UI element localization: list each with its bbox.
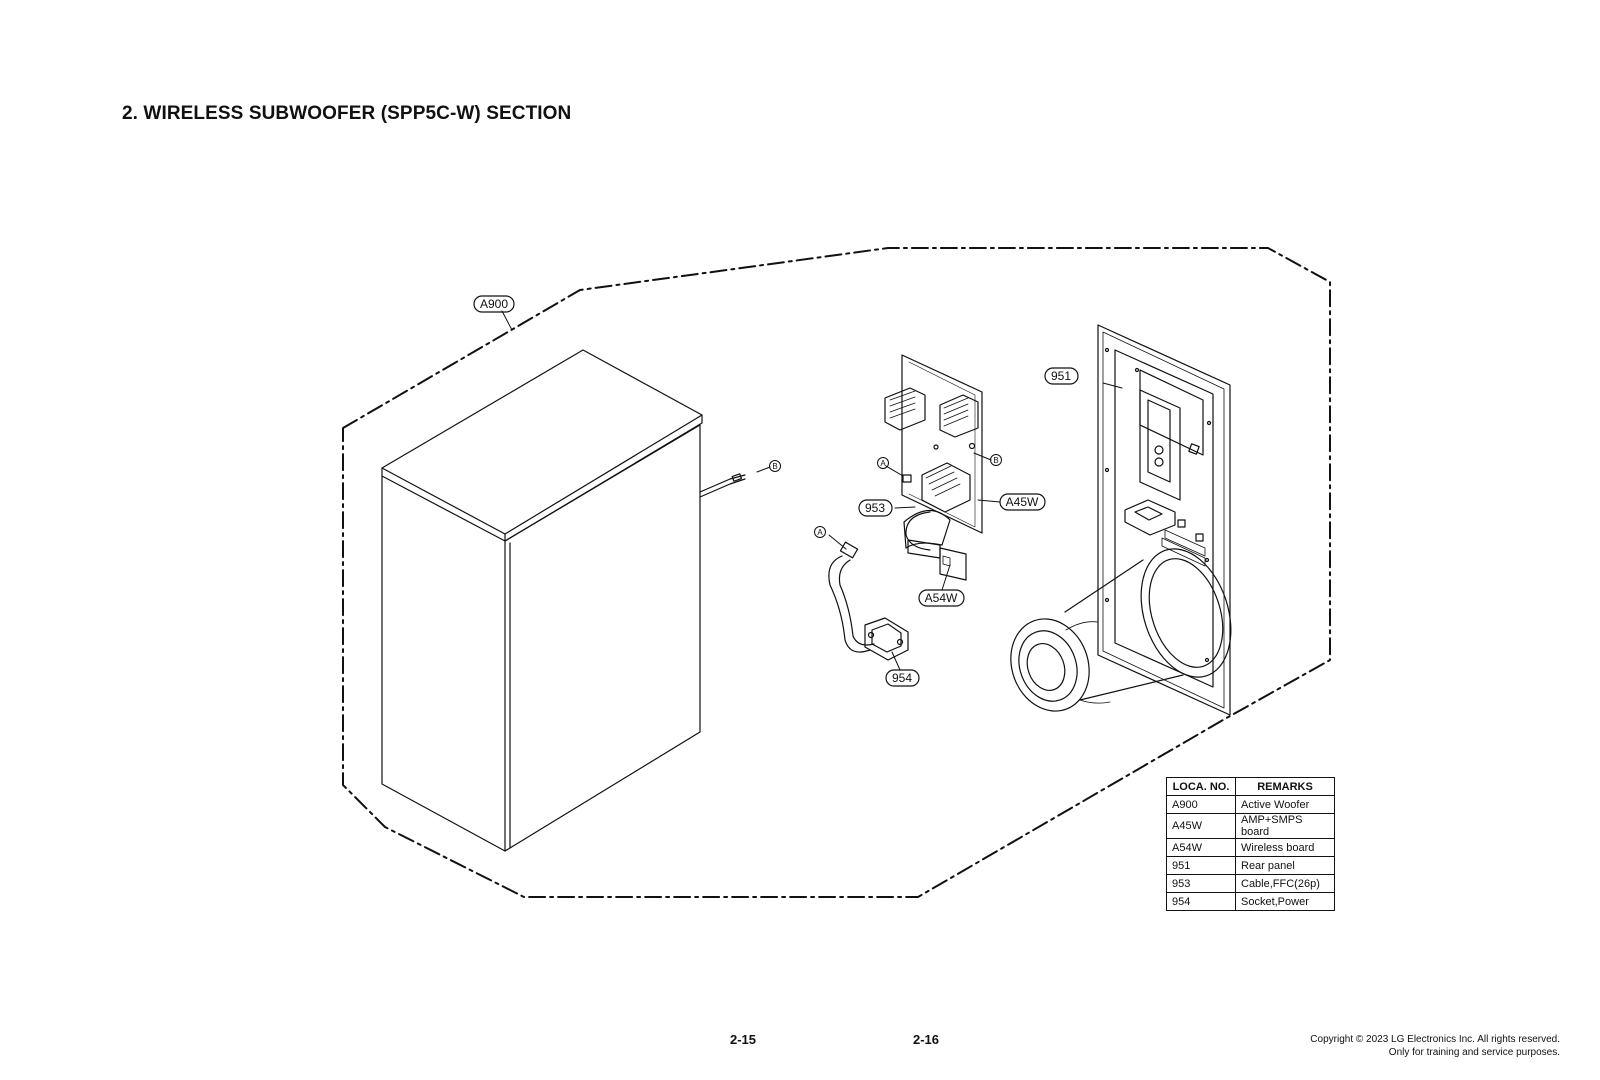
callout-951 — [1044, 367, 1079, 385]
callout-953-label: 953 — [865, 501, 885, 515]
table-row: A54W Wireless board — [1166, 838, 1335, 857]
callout-954 — [885, 669, 920, 687]
marker-a-socket — [814, 526, 826, 538]
ffc-cable-953 — [905, 511, 931, 551]
marker-a-board-label: A — [880, 459, 886, 468]
page-number-right: 2-16 — [913, 1032, 940, 1047]
loca-no-cell: A54W — [1166, 838, 1236, 857]
callout-a45w-label: A45W — [1006, 495, 1039, 509]
cabinet-a900 — [381, 349, 746, 852]
loca-no-cell: 954 — [1166, 892, 1236, 911]
marker-b-board — [990, 454, 1002, 466]
remarks-cell: Rear panel — [1235, 856, 1335, 875]
callout-953 — [858, 499, 893, 517]
callout-a900-label: A900 — [480, 297, 508, 311]
remarks-cell: Cable,FFC(26p) — [1235, 874, 1335, 893]
rear-panel-951 — [1010, 324, 1232, 716]
marker-b-cabinet-label: B — [772, 462, 777, 471]
header-loca-no: LOCA. NO. — [1166, 777, 1236, 796]
remarks-cell: AMP+SMPS board — [1235, 813, 1335, 839]
table-row: A45W AMP+SMPS board — [1166, 813, 1335, 839]
marker-a-socket-label: A — [817, 528, 823, 537]
table-row: 953 Cable,FFC(26p) — [1166, 874, 1335, 893]
copyright-notice: Copyright © 2023 LG Electronics Inc. All… — [1310, 1033, 1560, 1059]
copyright-line-2: Only for training and service purposes. — [1388, 1047, 1560, 1058]
marker-b-board-label: B — [993, 456, 998, 465]
parts-table: LOCA. NO. REMARKS A900 Active Woofer A45… — [1166, 777, 1335, 911]
power-socket-954 — [828, 541, 909, 661]
loca-no-cell: A900 — [1166, 795, 1236, 814]
loca-no-cell: 953 — [1166, 874, 1236, 893]
assembly-boundary — [342, 247, 1331, 898]
callout-954-label: 954 — [892, 671, 912, 685]
callout-a900 — [473, 295, 515, 313]
table-row: A900 Active Woofer — [1166, 795, 1335, 814]
remarks-cell: Wireless board — [1235, 838, 1335, 857]
remarks-cell: Socket,Power — [1235, 892, 1335, 911]
table-row: 951 Rear panel — [1166, 856, 1335, 875]
page-number-left: 2-15 — [730, 1032, 757, 1047]
wireless-board-a54w — [939, 547, 967, 581]
copyright-line-1: Copyright © 2023 LG Electronics Inc. All… — [1310, 1034, 1560, 1045]
callout-a54w-label: A54W — [925, 591, 958, 605]
marker-a-board — [877, 457, 889, 469]
table-row: 954 Socket,Power — [1166, 892, 1335, 911]
remarks-cell: Active Woofer — [1235, 795, 1335, 814]
header-remarks: REMARKS — [1235, 777, 1335, 796]
amp-board-a45w — [884, 354, 983, 559]
page-title: 2. WIRELESS SUBWOOFER (SPP5C-W) SECTION — [122, 103, 572, 124]
callout-a54w — [918, 589, 965, 607]
callout-a45w — [999, 493, 1046, 511]
callout-951-label: 951 — [1051, 369, 1071, 383]
loca-no-cell: 951 — [1166, 856, 1236, 875]
loca-no-cell: A45W — [1166, 813, 1236, 839]
parts-table-header: LOCA. NO. REMARKS — [1166, 777, 1335, 796]
marker-b-cabinet — [769, 460, 781, 472]
